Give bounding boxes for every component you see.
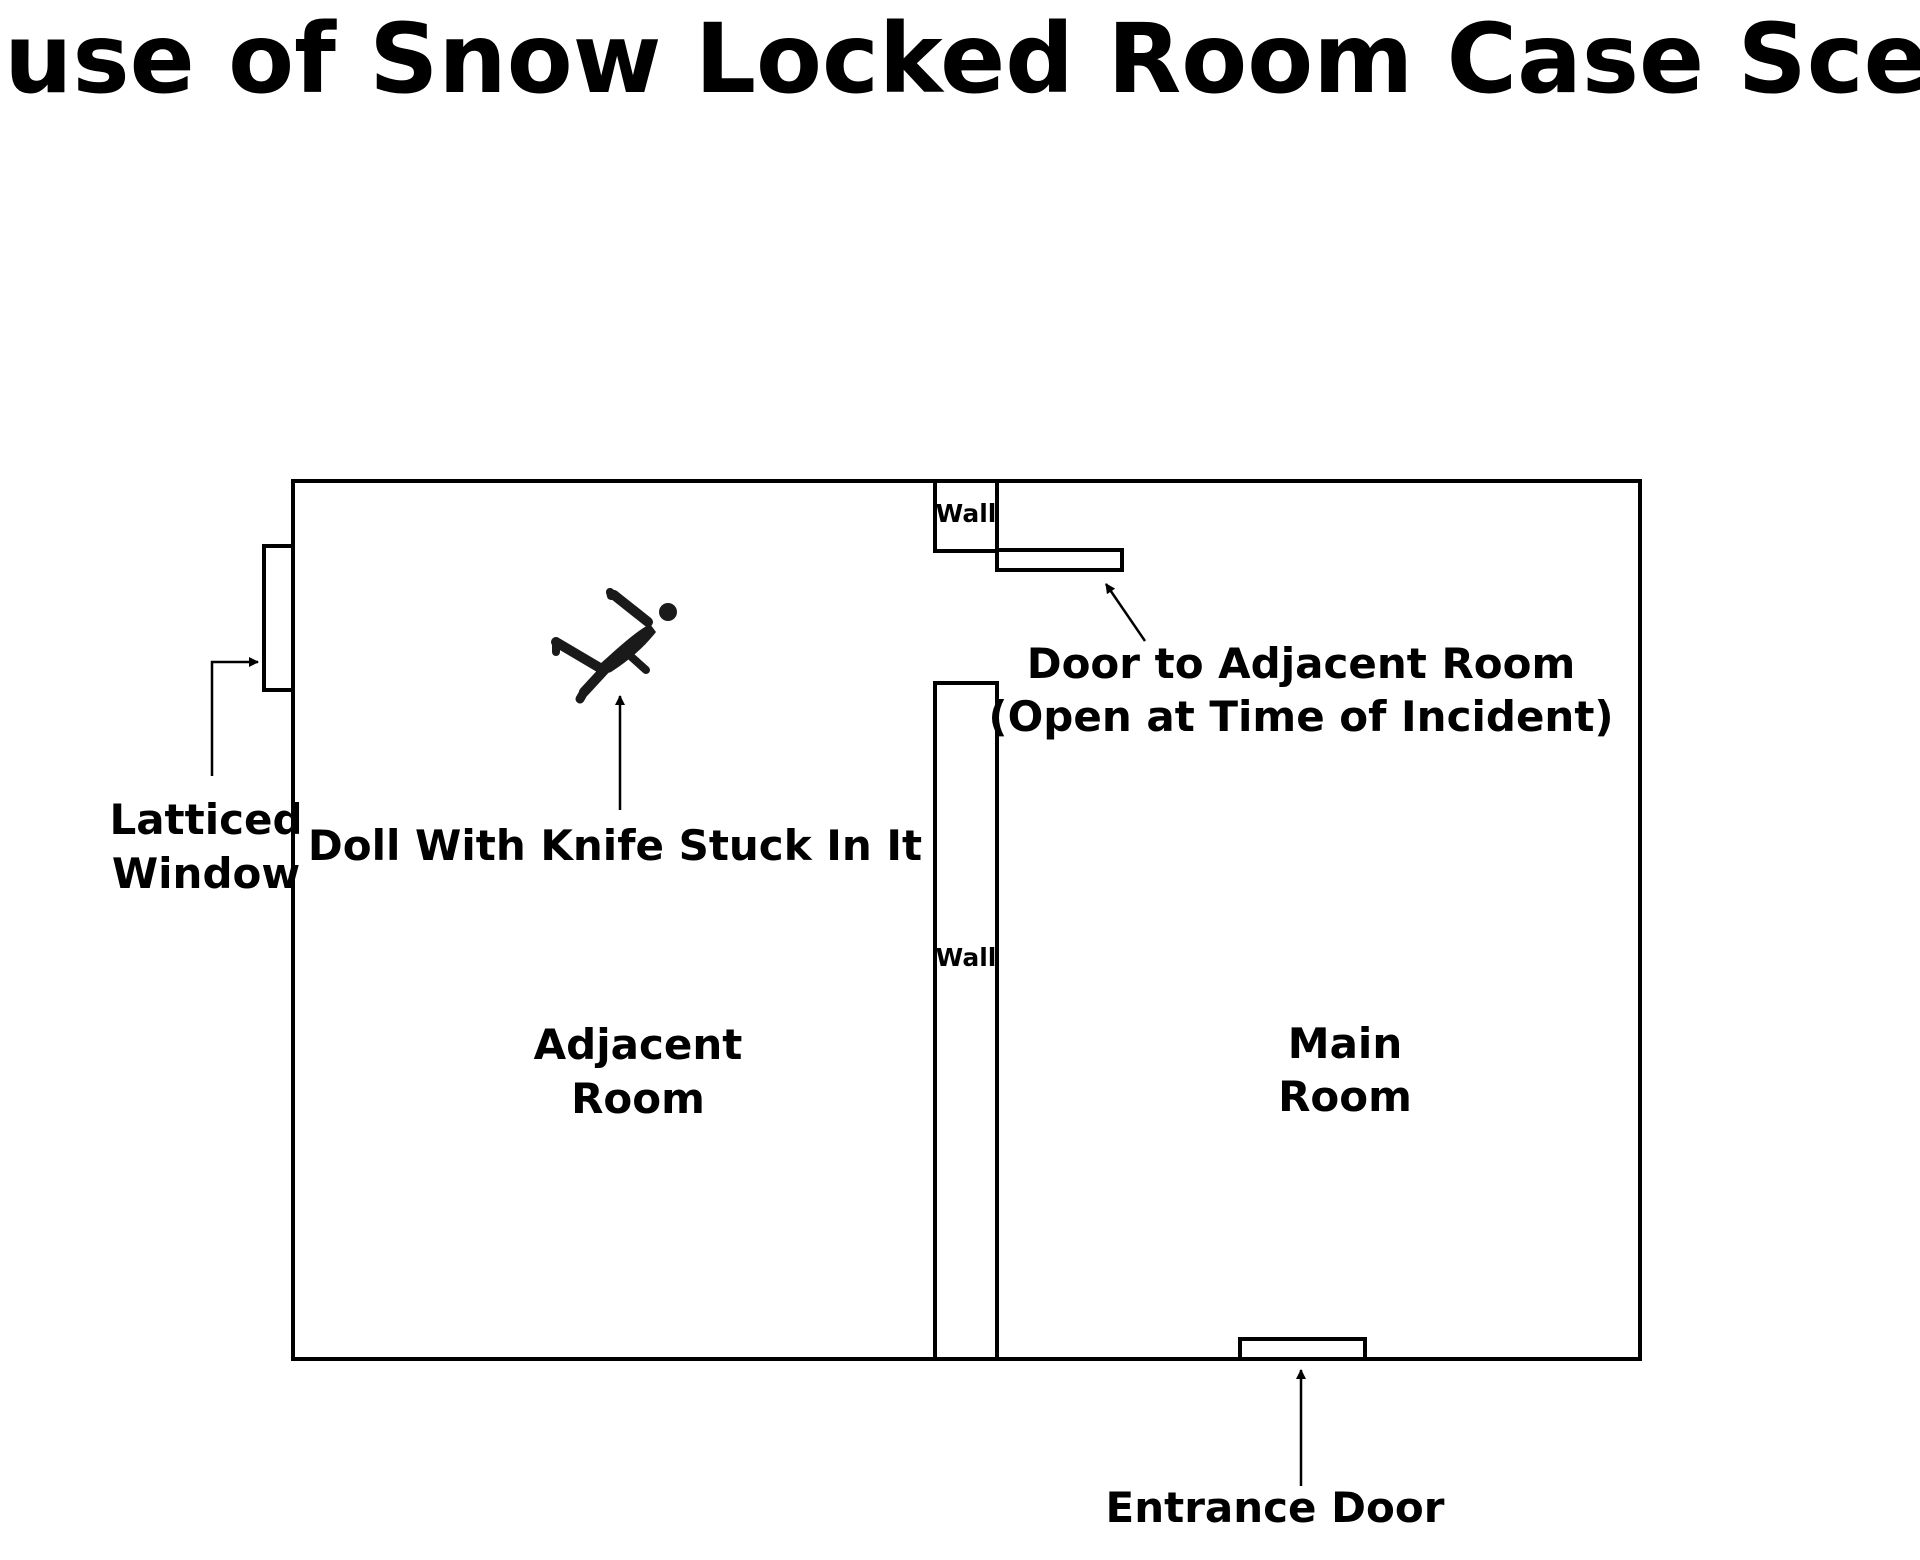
doll-label: Doll With Knife Stuck In It xyxy=(308,821,922,870)
adjacent-room-label-line2: Room xyxy=(571,1074,705,1123)
window-arrow xyxy=(210,657,259,776)
fallen-person-icon xyxy=(551,588,677,704)
window-label-line1: Latticed xyxy=(109,795,302,844)
wall-top-stub xyxy=(933,479,999,553)
adjacent-room-label-line1: Adjacent xyxy=(534,1020,743,1069)
main-room-label-line1: Main xyxy=(1288,1019,1402,1068)
wall-middle xyxy=(933,681,999,1361)
adjacent-room-door xyxy=(995,548,1124,572)
outer-walls xyxy=(291,479,1642,1361)
wall-middle-label: Wall xyxy=(936,943,997,972)
main-room-label-line2: Room xyxy=(1278,1072,1412,1121)
inner-door-label-line1: Door to Adjacent Room xyxy=(1027,639,1576,688)
wall-top-label: Wall xyxy=(936,499,997,528)
entrance-door-label: Entrance Door xyxy=(1106,1483,1445,1532)
inner-door-label-line2: (Open at Time of Incident) xyxy=(988,692,1613,741)
window-label-line2: Window xyxy=(112,849,300,898)
entrance-door xyxy=(1238,1337,1367,1361)
page-title: House of Snow Locked Room Case Scene xyxy=(0,3,1920,115)
inner-door-arrow xyxy=(1104,583,1147,642)
latticed-window xyxy=(262,544,295,692)
